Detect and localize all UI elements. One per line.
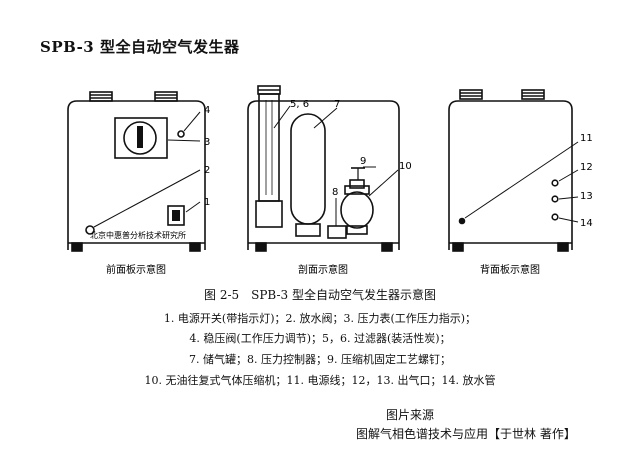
callout-13: 13 <box>580 191 593 202</box>
callout-4: 4 <box>204 105 210 116</box>
pressure-regulator-knob <box>177 130 185 138</box>
legend-line-2: 4. 稳压阀(工作压力调节)；5，6. 过滤器(装活性炭)； <box>189 332 451 345</box>
back-view-label: 背面板示意图 <box>480 263 540 276</box>
front-housing <box>67 100 206 250</box>
source-label: 图片来源 <box>386 408 435 422</box>
callout-7: 7 <box>334 99 340 110</box>
source-book: 图解气相色谱技术与应用【于世林 著作】 <box>356 427 576 441</box>
callout-3: 3 <box>204 137 210 148</box>
back-top-knob-left <box>459 89 483 100</box>
callout-1: 1 <box>204 197 210 208</box>
air-compressor <box>340 191 374 229</box>
legend-line-4: 10. 无油往复式气体压缩机；11. 电源线；12，13. 出气口；14. 放水… <box>144 374 496 387</box>
power-switch <box>167 205 185 226</box>
pressure-controller <box>327 225 347 239</box>
air-outlet-12 <box>551 179 559 187</box>
back-housing <box>448 100 573 250</box>
front-panel-view <box>67 91 206 252</box>
diagram-title: SPB-3 型全自动空气发生器 <box>40 38 240 56</box>
compressor-head <box>349 179 365 189</box>
figure-caption: 图 2-5 SPB-3 型全自动空气发生器示意图 <box>204 288 436 302</box>
pressure-gauge-dial <box>123 121 157 155</box>
filter-base <box>255 200 283 228</box>
power-cord <box>458 217 466 225</box>
callout-8: 8 <box>332 187 338 198</box>
filter-column <box>258 93 280 202</box>
storage-tank <box>290 113 326 225</box>
instrument-diagram: 北京中惠普分析技术研究所 1 2 3 4 5, 6 7 8 9 10 11 12… <box>67 85 593 276</box>
drain-valve <box>85 225 95 235</box>
callout-10: 10 <box>399 161 412 172</box>
pressure-gauge-needle <box>137 126 143 148</box>
storage-tank-base <box>295 223 321 237</box>
legend-line-3: 7. 储气罐；8. 压力控制器；9. 压缩机固定工艺螺钉； <box>189 353 451 366</box>
section-housing <box>247 100 400 250</box>
back-top-knob-right <box>521 89 545 100</box>
callout-2: 2 <box>204 165 210 176</box>
pressure-gauge-frame <box>114 117 168 159</box>
front-brand-text: 北京中惠普分析技术研究所 <box>90 230 186 240</box>
callout-14: 14 <box>580 218 593 229</box>
callout-12: 12 <box>580 162 593 173</box>
legend-line-1: 1. 电源开关(带指示灯)；2. 放水阀；3. 压力表(工作压力指示)； <box>163 312 477 325</box>
front-view-label: 前面板示意图 <box>106 263 166 276</box>
section-view <box>247 85 400 252</box>
front-top-knob-left <box>89 91 113 102</box>
front-top-knob-right <box>154 91 178 102</box>
drain-pipe <box>551 213 559 221</box>
callout-5-6: 5, 6 <box>290 99 309 110</box>
back-panel-view <box>448 89 579 252</box>
air-outlet-13 <box>551 195 559 203</box>
callout-11: 11 <box>580 133 593 144</box>
callout-9: 9 <box>360 156 366 167</box>
section-view-label: 剖面示意图 <box>298 263 348 276</box>
